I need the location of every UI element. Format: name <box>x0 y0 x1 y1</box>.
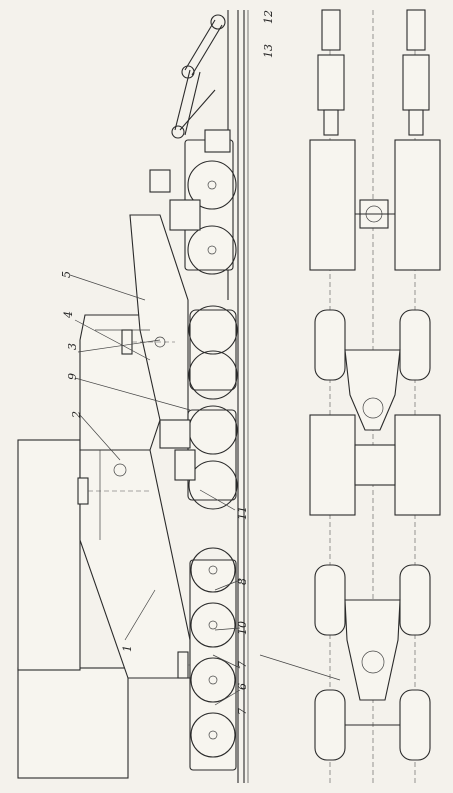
callout-labels: 1 2 3 4 5 9 11 8 10 7 6 7 13 12 <box>60 10 275 715</box>
callout-9: 9 <box>66 373 79 380</box>
main-boom <box>79 449 191 679</box>
bogie-front <box>149 139 237 275</box>
callout-4: 4 <box>62 311 75 319</box>
callout-11: 11 <box>236 506 249 520</box>
bogie-middle <box>159 305 238 510</box>
callout-10: 10 <box>236 621 249 635</box>
callout-6: 6 <box>236 683 249 690</box>
callout-12: 12 <box>262 10 275 24</box>
callout-13: 13 <box>262 44 275 58</box>
callout-1: 1 <box>121 645 134 652</box>
counterweight-block <box>17 667 129 779</box>
callout-7a: 7 <box>236 661 249 668</box>
callout-2: 2 <box>70 411 83 419</box>
plan-view <box>309 9 441 783</box>
bogie-rear <box>189 547 237 771</box>
callout-3: 3 <box>66 343 79 350</box>
crane-boom-assembly <box>17 214 230 779</box>
leader-lines <box>69 274 341 706</box>
upper-housing <box>17 439 81 671</box>
callout-8: 8 <box>236 578 249 585</box>
front-linkage <box>171 14 231 153</box>
callout-5: 5 <box>60 271 73 278</box>
callout-7b: 7 <box>236 708 249 715</box>
